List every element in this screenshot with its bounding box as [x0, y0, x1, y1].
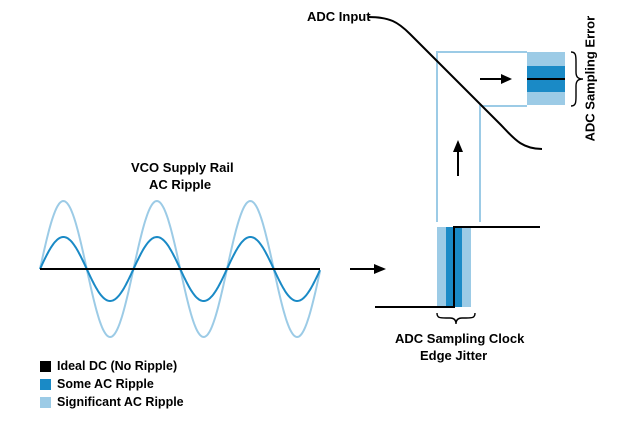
clock-jitter-brace — [436, 312, 476, 325]
legend-swatch-significant — [40, 396, 51, 408]
legend-label-ideal: Ideal DC (No Ripple) — [57, 359, 178, 373]
vco-ripple-title-line2: AC Ripple — [149, 177, 212, 192]
legend: Ideal DC (No Ripple) Some AC Ripple Sign… — [40, 358, 184, 412]
guide-right — [479, 105, 527, 222]
legend-label-some: Some AC Ripple — [57, 377, 154, 391]
legend-swatch-some — [40, 378, 51, 390]
arrow-up — [453, 140, 463, 176]
sampling-error-brace — [570, 51, 584, 107]
legend-item-some: Some AC Ripple — [40, 376, 184, 392]
guide-lines — [436, 51, 527, 222]
adc-input-label: ADC Input — [307, 9, 371, 24]
arrow-to-error — [480, 74, 512, 84]
legend-label-significant: Significant AC Ripple — [57, 395, 184, 409]
vco-ripple-title-line1: VCO Supply Rail — [131, 160, 234, 175]
clock-jitter-label-line2: Edge Jitter — [420, 348, 488, 363]
legend-item-significant: Significant AC Ripple — [40, 394, 184, 410]
adc-input-curve — [367, 16, 543, 150]
legend-swatch-ideal — [40, 360, 51, 372]
arrow-ripple-to-clock — [350, 264, 386, 274]
sampling-error-label: ADC Sampling Error — [582, 15, 598, 142]
clock-waveform — [375, 226, 540, 308]
legend-item-ideal: Ideal DC (No Ripple) — [40, 358, 184, 374]
clock-jitter-label-line1: ADC Sampling Clock — [395, 331, 525, 346]
guide-left — [436, 51, 527, 222]
